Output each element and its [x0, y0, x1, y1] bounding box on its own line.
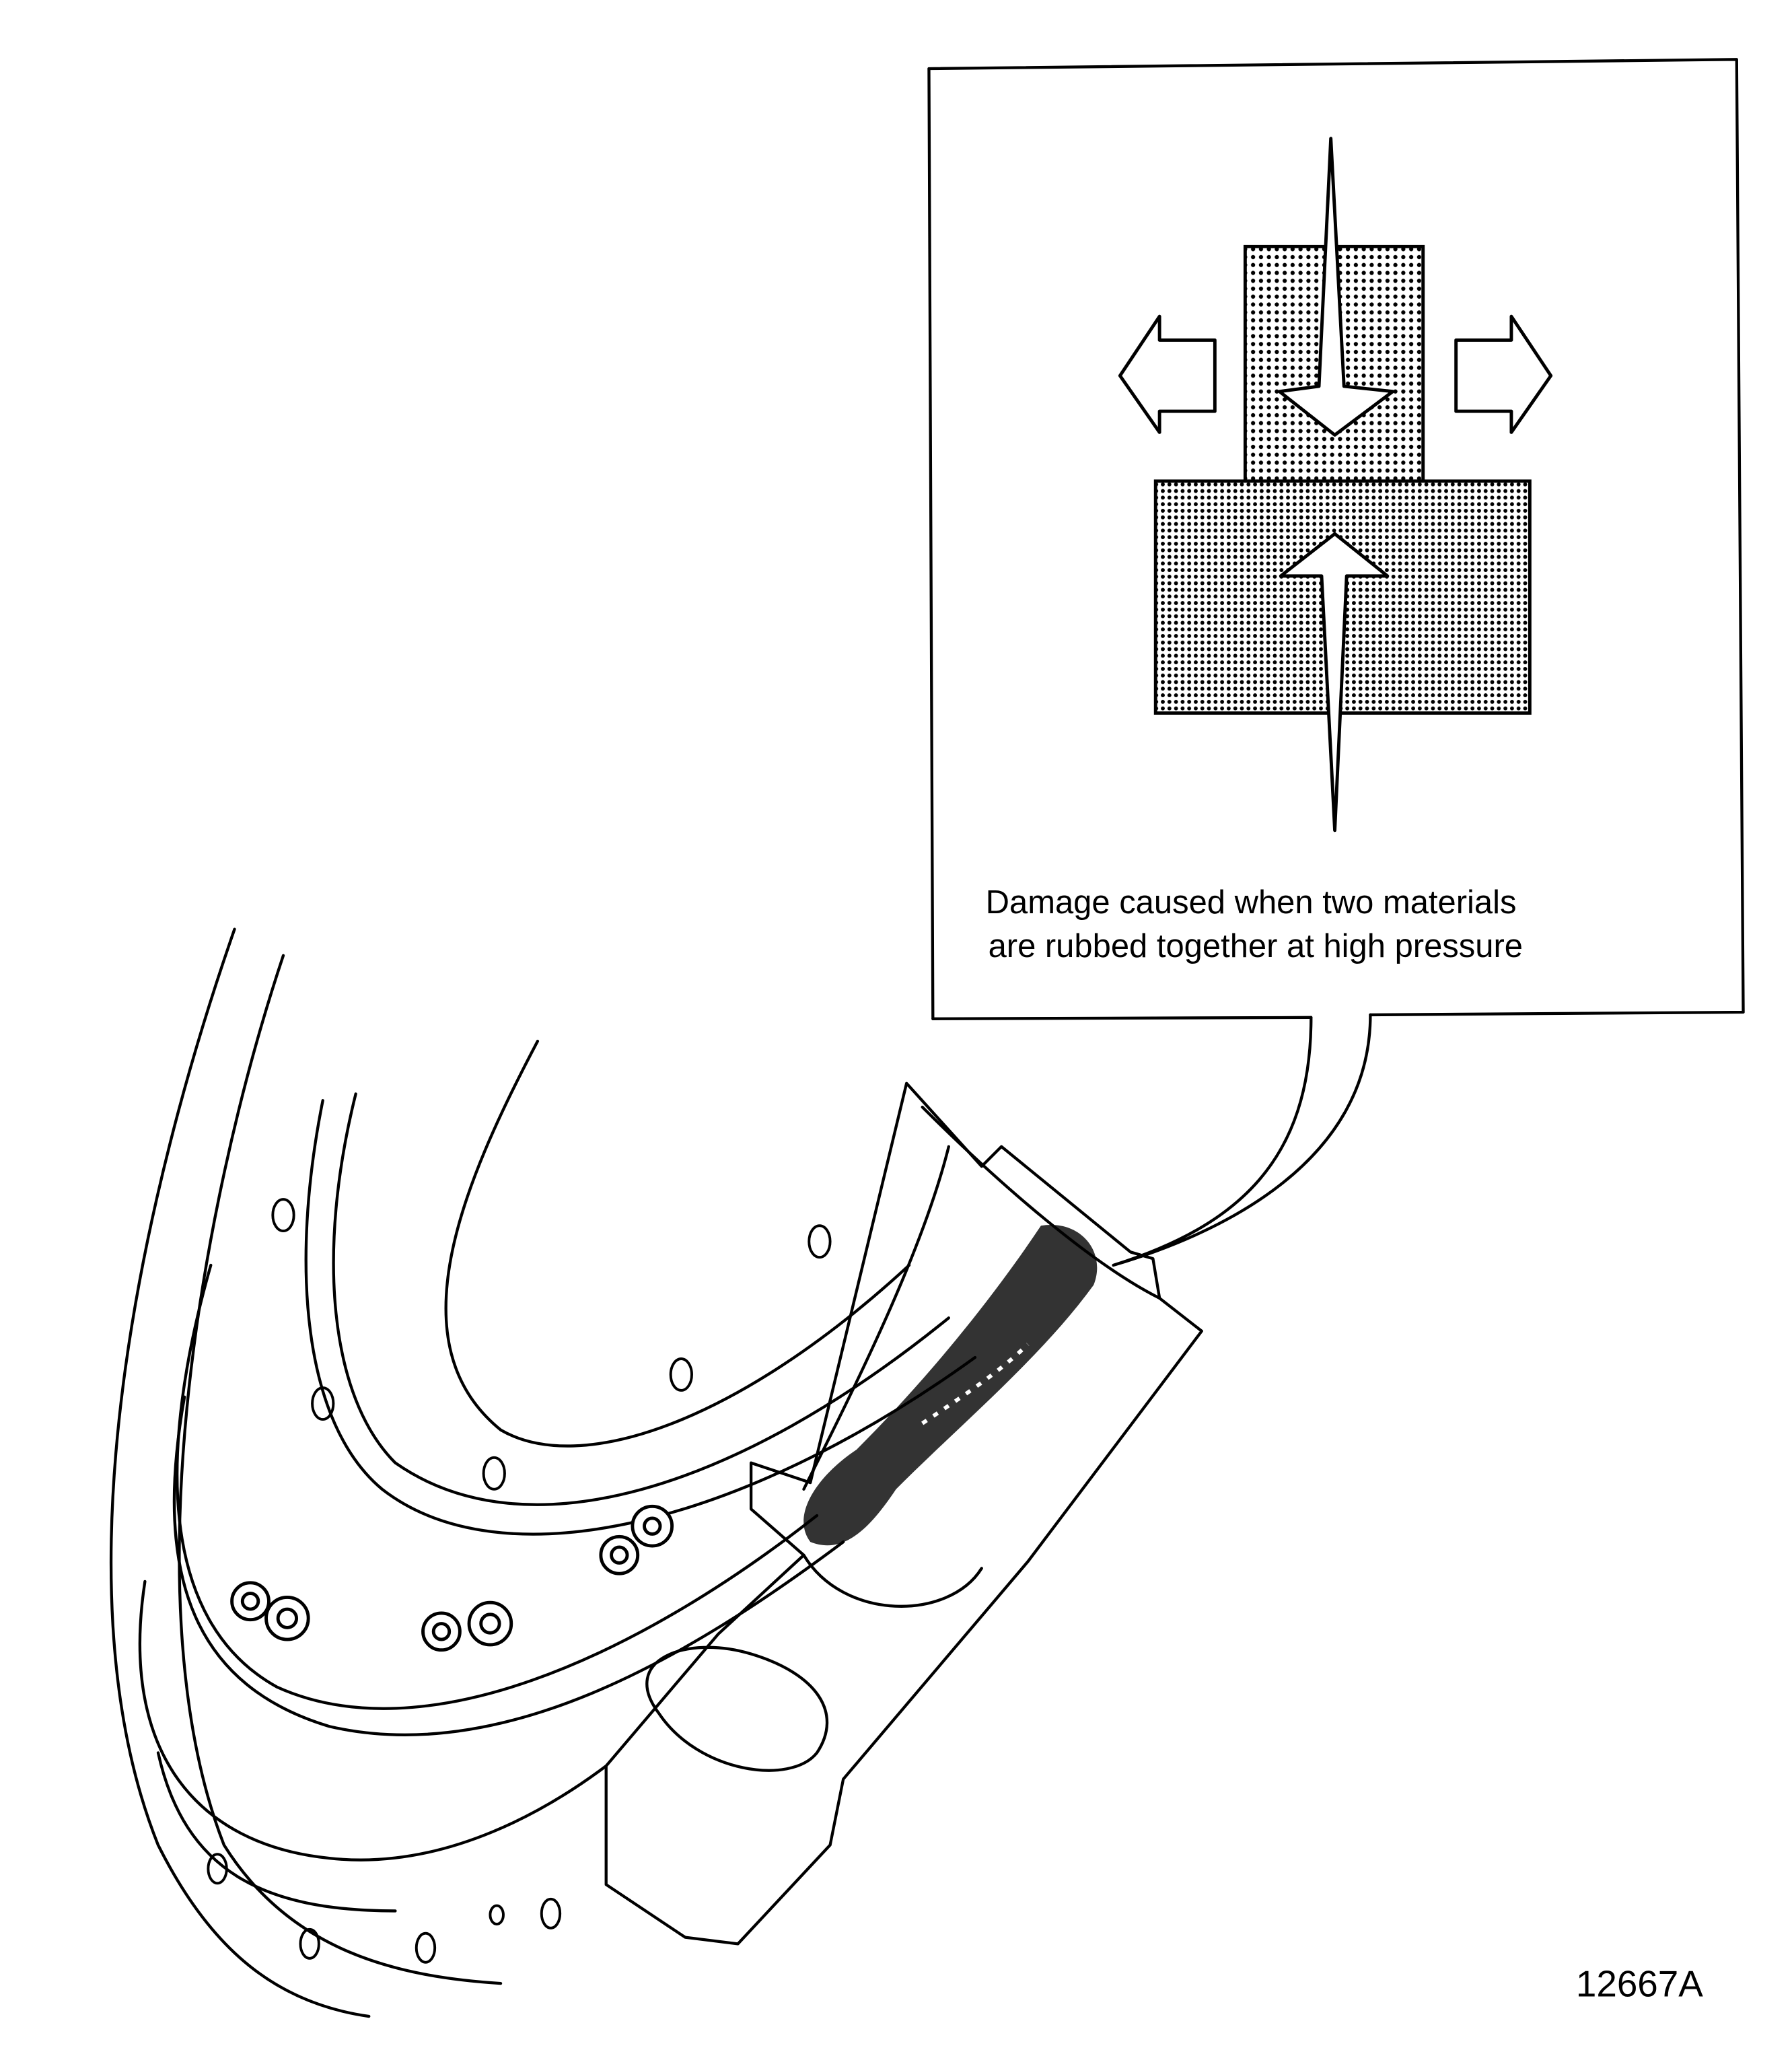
figure-number: 12667A	[1576, 1963, 1703, 2005]
callout-pointer	[1112, 1013, 1372, 1267]
up-pressure-arrow-icon	[1279, 532, 1390, 832]
caption-line-2: are rubbed together at high pressure	[989, 928, 1523, 964]
bearing-ring-segment	[109, 927, 1203, 2018]
callout-box: Damage caused when two materials are rub…	[927, 58, 1745, 1267]
bolt-nuts	[230, 1504, 674, 1652]
caption-line-1: Damage caused when two materials	[986, 884, 1517, 921]
fretting-damage-area	[803, 1224, 1098, 1546]
down-pressure-arrow-icon	[1277, 137, 1395, 437]
bolt-holes	[207, 1198, 832, 1964]
right-motion-arrow-icon	[1454, 314, 1553, 434]
left-motion-arrow-icon	[1118, 314, 1217, 434]
